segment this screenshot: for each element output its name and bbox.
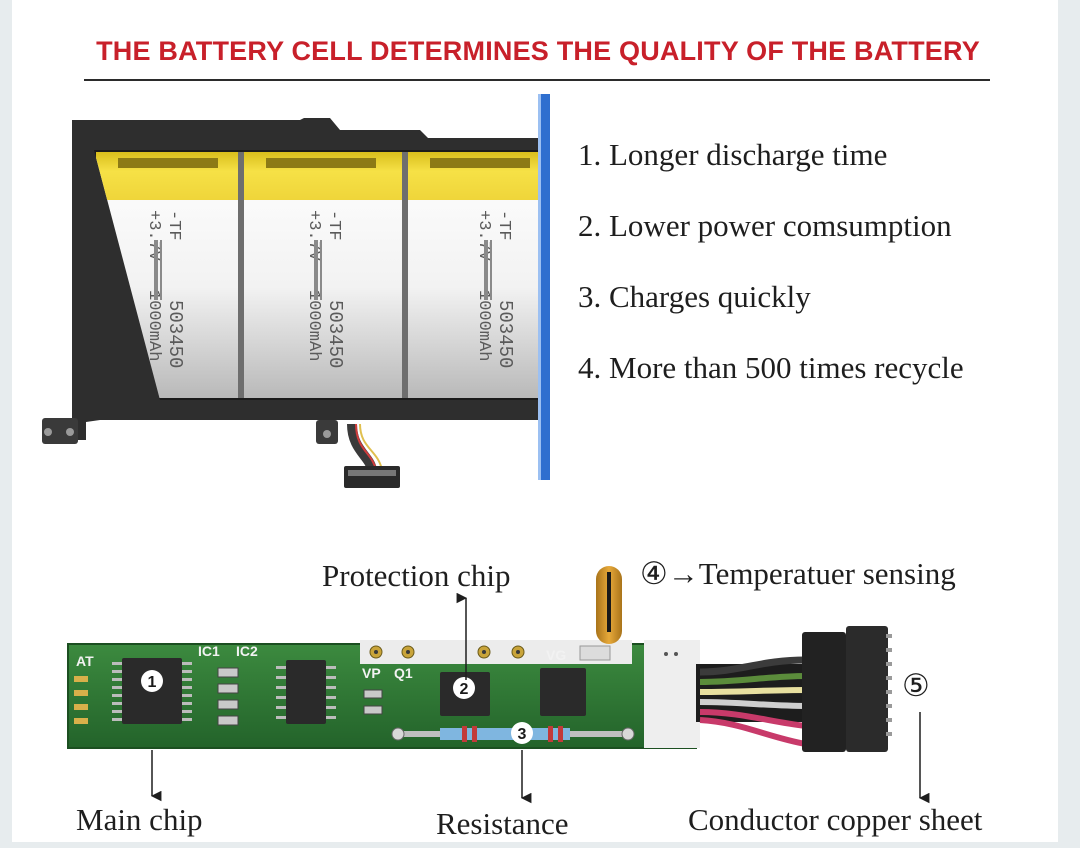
cell-1-brand: -TF <box>164 210 183 241</box>
pcb-label-q1: Q1 <box>394 665 413 681</box>
callout-main-chip: Main chip <box>76 802 203 837</box>
cell-3-capacity: 1000mAh <box>474 290 493 361</box>
marker-main-chip: 1 <box>141 670 163 692</box>
feature-item-4: 4. More than 500 times recycle <box>578 350 964 385</box>
cell-3-voltage: +3.7V <box>474 210 493 262</box>
cell-1-model: 503450 <box>164 300 186 368</box>
pcb-connector-pad <box>644 640 700 748</box>
feature-item-1: 1. Longer discharge time <box>578 137 888 172</box>
callout-temperature-sensing: ④→Temperatuer sensing <box>640 556 956 591</box>
pcb-label-vg: VG <box>546 647 566 663</box>
cell-2-brand: -TF <box>324 210 343 241</box>
cell-1-capacity: 1000mAh <box>144 290 163 361</box>
cell-1-voltage: +3.7V <box>144 210 163 262</box>
callout-resistance: Resistance <box>436 806 569 841</box>
pcb-label-ic1: IC1 <box>198 643 220 659</box>
battery-cell-2 <box>244 152 402 398</box>
callout-conductor-marker: ⑤ <box>902 668 930 703</box>
feature-list: 1. Longer discharge time 2. Lower power … <box>578 136 964 420</box>
callout-conductor-copper-sheet: Conductor copper sheet <box>688 802 983 837</box>
battery-pack: -TF +3.7V 503450 1000mAh -TF +3.7V 50345… <box>42 94 550 488</box>
marker-resistance: 3 <box>511 722 533 744</box>
marker-protection-chip: 2 <box>453 677 475 699</box>
mosfet-chip <box>540 668 586 716</box>
page-frame-bottom <box>0 842 1080 848</box>
headline-rule <box>84 79 990 81</box>
battery-cell-3 <box>408 152 540 398</box>
cell-bay: -TF +3.7V 503450 1000mAh -TF +3.7V 50345… <box>96 152 540 398</box>
battery-cable <box>344 423 400 488</box>
ic2-chip <box>276 660 336 724</box>
protection-board: AT IC1 IC2 VP Q1 VG <box>67 566 892 752</box>
mounting-ear-left <box>42 418 78 444</box>
headline: THE BATTERY CELL DETERMINES THE QUALITY … <box>96 36 980 66</box>
cell-3-brand: -TF <box>494 210 513 241</box>
battery-connector <box>344 466 400 488</box>
wire-connector <box>802 626 892 752</box>
cell-2-capacity: 1000mAh <box>304 290 323 361</box>
cell-3-model: 503450 <box>494 300 516 368</box>
feature-item-2: 2. Lower power comsumption <box>578 208 952 243</box>
temperature-sensor <box>596 566 622 644</box>
marker-1-label: 1 <box>148 674 157 691</box>
pcb-label-at: AT <box>76 653 94 669</box>
callout-protection-chip: Protection chip <box>322 558 511 593</box>
cell-2-voltage: +3.7V <box>304 210 323 262</box>
feature-item-3: 3. Charges quickly <box>578 279 811 314</box>
pcb-label-vp: VP <box>362 665 381 681</box>
marker-3-label: 3 <box>518 726 527 743</box>
callout-arrows <box>150 592 930 804</box>
pcb-label-ic2: IC2 <box>236 643 258 659</box>
page-frame-left <box>0 0 12 848</box>
cell-2-model: 503450 <box>324 300 346 368</box>
page-frame-right <box>1058 0 1080 848</box>
marker-2-label: 2 <box>460 681 469 698</box>
pcb-wires <box>696 656 807 747</box>
